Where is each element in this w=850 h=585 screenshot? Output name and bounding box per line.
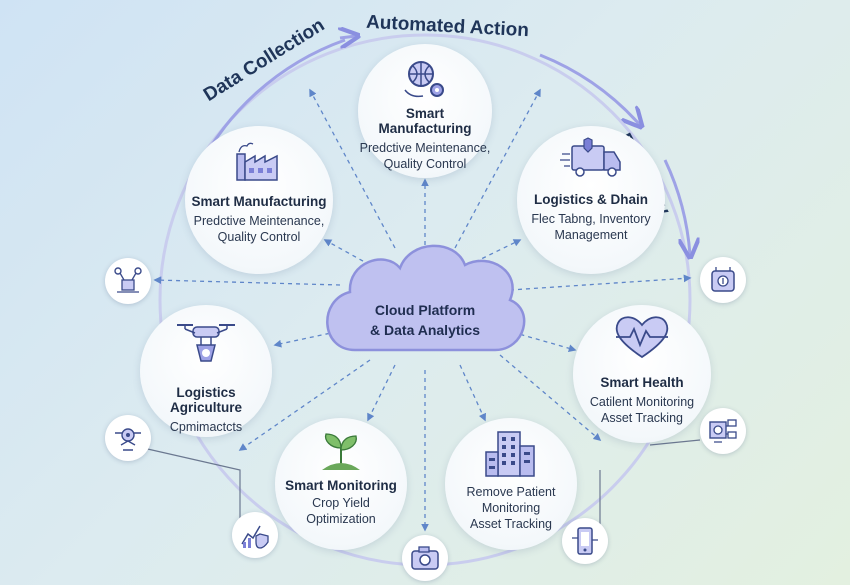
mini-machine-control <box>700 408 746 454</box>
node-smart-manufacturing-left: Smart Manufacturing Predctive Meintenanc… <box>185 126 333 274</box>
finance-device-icon <box>711 267 735 292</box>
node-line: Crop Yield <box>312 496 370 510</box>
cloud-platform-hub <box>326 244 526 352</box>
delivery-truck-icon <box>560 137 621 177</box>
node-line: Management <box>554 228 628 242</box>
sprout-icon <box>322 433 360 470</box>
node-line: Quality Control <box>383 157 467 171</box>
node-line: Quality Control <box>217 230 301 244</box>
node-line: Catilent Monitoring <box>589 395 695 409</box>
node-title: Logistics & Dhain <box>533 192 648 207</box>
mobile-device-icon <box>572 527 598 555</box>
node-line: Asset Tracking <box>601 411 683 425</box>
cycle-arc-right <box>663 159 690 255</box>
drone-icon <box>177 324 235 362</box>
node-title: Logistics Agriculture <box>169 385 242 415</box>
camera-icon <box>411 546 439 570</box>
node-line: Predctive Meintenance, <box>193 214 325 228</box>
node-logistics-chain: Logistics & Dhain Flec Tabng, Inventory … <box>517 126 665 274</box>
hub-label-line2: & Data Analytics <box>370 322 480 338</box>
node-line: Cpmimactcts <box>169 420 243 434</box>
hub-label: Cloud Platform & Data Analytics <box>350 300 500 340</box>
mini-robot-arm <box>105 415 151 461</box>
mini-wallet-device <box>700 257 746 303</box>
sensor-network-icon <box>114 267 142 293</box>
node-title: Smart Health <box>600 375 684 390</box>
mini-analytics-shield <box>232 512 278 558</box>
cycle-arc-top <box>539 53 640 125</box>
factory-icon <box>236 142 278 181</box>
mini-sensor-network <box>105 258 151 304</box>
node-remote-patient-monitoring: Remove Patient Monitoring Asset Tracking <box>445 418 577 550</box>
building-icon <box>485 431 535 477</box>
mini-camera <box>402 535 448 581</box>
heart-pulse-icon <box>615 316 669 359</box>
hub-label-line1: Cloud Platform <box>374 302 476 318</box>
node-smart-manufacturing-top: Smart Manufacturing Predctive Meintenanc… <box>358 44 492 178</box>
node-title: Smart Manufacturing <box>191 194 327 209</box>
radial-arrows <box>153 88 692 532</box>
node-line: Remove Patient <box>466 485 556 499</box>
node-line: Optimization <box>306 512 376 526</box>
node-line: Flec Tabng, Inventory <box>531 212 651 226</box>
analytics-shield-icon <box>241 525 269 549</box>
node-title: Smart Monitoring <box>285 478 397 493</box>
mini-mobile-device <box>562 518 608 564</box>
globe-gear-icon <box>404 61 444 98</box>
robot-arm-icon <box>115 428 141 451</box>
node-line: Monitoring <box>481 501 541 515</box>
machine-control-icon <box>709 419 737 443</box>
node-line: Asset Tracking <box>470 517 552 531</box>
node-title: Smart Manufacturing <box>378 106 472 136</box>
node-line: Predctive Meintenance, <box>359 141 491 155</box>
node-logistics-agriculture: Logistics Agriculture Cpmimactcts <box>140 305 272 437</box>
node-smart-monitoring: Smart Monitoring Crop Yield Optimization <box>275 418 407 550</box>
node-smart-health: Smart Health Catilent Monitoring Asset T… <box>573 305 711 443</box>
